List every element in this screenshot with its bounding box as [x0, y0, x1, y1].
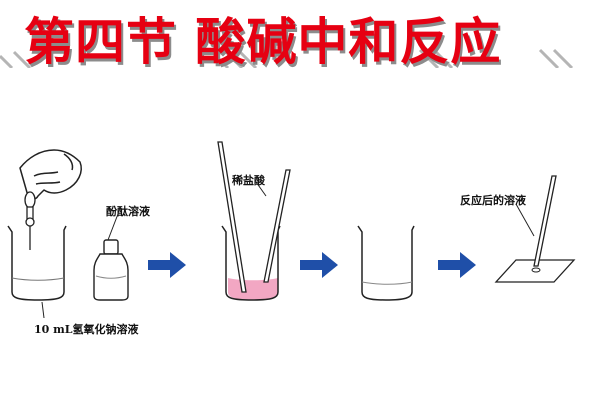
beaker-neutral: [357, 225, 415, 301]
label-naoh: 10 mL氢氧化钠溶液: [34, 323, 139, 336]
arrow-icon: [148, 252, 186, 278]
hand-icon: [19, 149, 82, 200]
dropper-icon: [24, 191, 36, 250]
label-result-solution: 反应后的溶液: [460, 194, 526, 207]
indicator-leader-line: [107, 213, 119, 241]
label-dilute-hcl: 稀盐酸: [232, 174, 265, 187]
title-banner: 第四节 酸碱中和反应: [0, 0, 600, 71]
label-phenolphthalein: 酚酞溶液: [106, 205, 150, 218]
acid-dropper-rod: [263, 169, 291, 283]
page-title: 第四节 酸碱中和反应: [24, 13, 502, 71]
result-leader-line: [515, 203, 535, 237]
arrow-icon: [300, 252, 338, 278]
arrow-icon: [438, 252, 476, 278]
glass-slide: [494, 259, 576, 283]
glass-rod: [533, 175, 557, 267]
title-shadow-stripes: [0, 48, 574, 68]
bottle-phenolphthalein: [93, 239, 129, 301]
beaker-naoh: [7, 225, 67, 301]
stirring-rod: [217, 141, 247, 293]
acid-leader-line: [255, 181, 267, 197]
naoh-leader-line: [41, 301, 45, 319]
